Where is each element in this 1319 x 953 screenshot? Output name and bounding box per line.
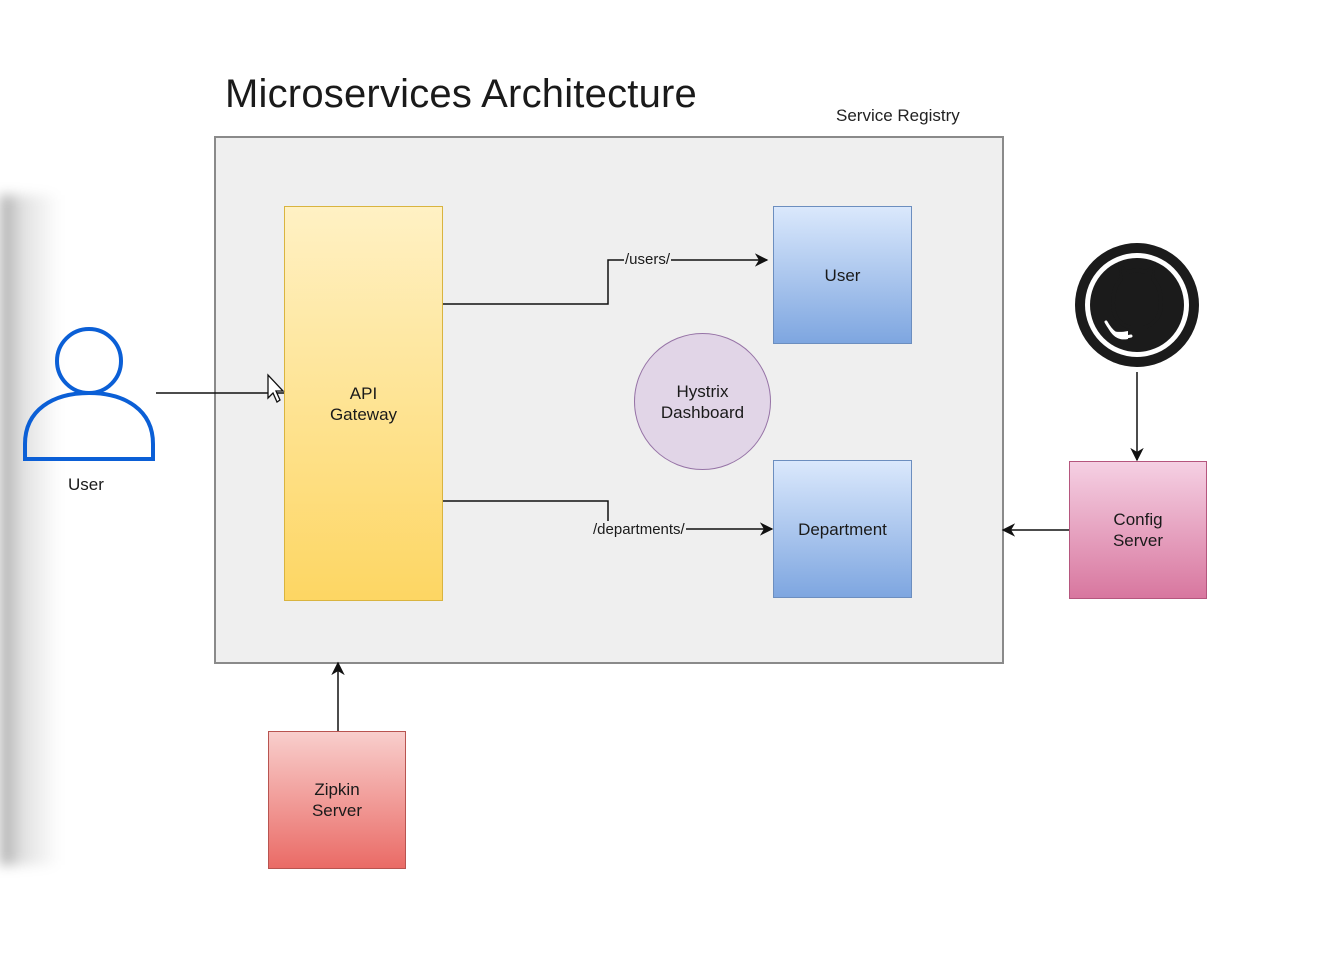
user-service-label: User [824, 265, 861, 285]
service-registry-label: Service Registry [836, 106, 960, 125]
api-gateway-label: API Gateway [329, 383, 398, 424]
api-gateway-node[interactable]: API Gateway [284, 206, 443, 601]
edge-label-departments: /departments/ [592, 521, 686, 538]
zipkin-server-node[interactable]: Zipkin Server [268, 731, 406, 869]
user-actor-label: User [68, 475, 104, 494]
github-icon[interactable] [1075, 243, 1199, 367]
mouse-cursor [267, 373, 285, 403]
user-service-node[interactable]: User [773, 206, 912, 344]
department-service-node[interactable]: Department [773, 460, 912, 598]
zipkin-server-label: Zipkin Server [311, 780, 363, 820]
config-server-label: Config Server [1112, 510, 1164, 550]
edge-gateway-to-department-service[interactable] [443, 500, 774, 536]
edge-gateway-to-user-service[interactable] [443, 253, 769, 305]
left-edge-shadow [0, 195, 60, 865]
department-service-label: Department [798, 519, 887, 539]
hystrix-dashboard-label: Hystrix Dashboard [660, 381, 745, 422]
hystrix-dashboard-node[interactable]: Hystrix Dashboard [634, 333, 771, 470]
user-icon[interactable] [23, 327, 155, 461]
edge-label-users: /users/ [624, 251, 672, 268]
page-title: Microservices Architecture [225, 72, 697, 116]
config-server-node[interactable]: Config Server [1069, 461, 1207, 599]
